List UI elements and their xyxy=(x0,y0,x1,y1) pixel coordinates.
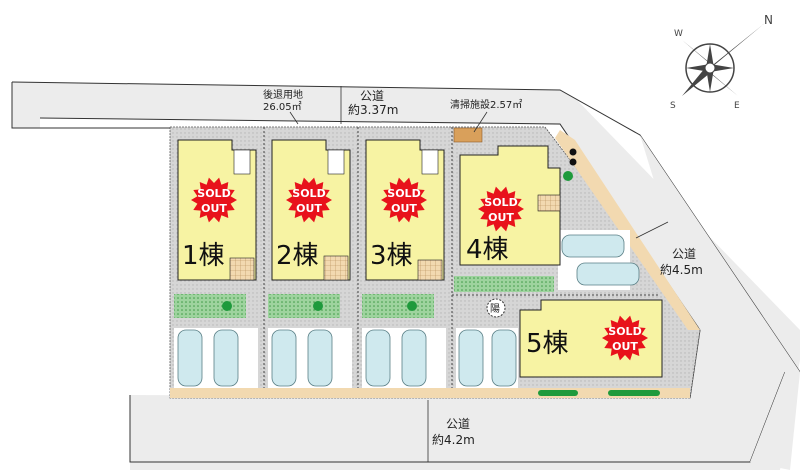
tree-icon xyxy=(222,301,232,311)
car-icon xyxy=(561,234,625,258)
road-edge-left xyxy=(11,82,170,129)
shrub-icon xyxy=(569,158,577,166)
parking xyxy=(174,230,640,388)
car-icon xyxy=(401,329,427,387)
dimension-line xyxy=(635,221,669,239)
tree-icon xyxy=(313,301,323,311)
lot-label-4: 4棟 xyxy=(466,235,509,265)
sold-out-text: OUT xyxy=(201,202,227,215)
car-icon xyxy=(271,329,297,387)
sold-out-star-icon xyxy=(286,177,332,223)
compass-icon: N W S E xyxy=(670,13,773,111)
shrub-icon xyxy=(569,148,577,156)
sold-out-badge: SOLD OUT xyxy=(381,177,427,223)
road-right-label: 公道 xyxy=(672,247,696,261)
lawn xyxy=(268,294,340,318)
lot-label-5: 5棟 xyxy=(526,329,569,359)
cleaning-facility xyxy=(453,127,483,143)
sold-out-text: SOLD xyxy=(484,196,517,209)
sold-out-badge: SOLD OUT xyxy=(286,177,332,223)
lawn xyxy=(174,294,246,318)
tree-icon xyxy=(407,301,417,311)
setback-area: 26.05㎡ xyxy=(263,101,302,113)
car-icon xyxy=(177,329,203,387)
compass-n: N xyxy=(764,13,773,27)
sold-out-text: SOLD xyxy=(387,187,420,200)
compass-w: W xyxy=(674,29,683,39)
sold-out-badge: SOLD OUT xyxy=(191,177,237,223)
sold-out-star-icon xyxy=(191,177,237,223)
lawn xyxy=(362,294,434,318)
curb-strip xyxy=(170,388,690,398)
road-bottom-width: 約4.2m xyxy=(432,432,475,447)
road-top xyxy=(12,82,800,470)
car-icon xyxy=(307,329,333,387)
cleaning-facility-label: 清掃施設2.57㎡ xyxy=(450,98,522,111)
lot-label-1: 1棟 xyxy=(182,241,225,271)
sold-out-star-icon xyxy=(602,315,648,361)
road-right-width: 約4.5m xyxy=(660,262,703,277)
road-top-width: 約3.37m xyxy=(348,102,398,117)
compass-s: S xyxy=(670,101,676,111)
terrace xyxy=(417,259,443,281)
sold-out-badge: SOLD OUT xyxy=(602,315,648,361)
sold-out-badge: SOLD OUT xyxy=(478,186,524,232)
terrace xyxy=(537,194,561,212)
sold-out-star-icon xyxy=(478,186,524,232)
house-5 xyxy=(519,299,663,378)
terrace xyxy=(323,255,349,281)
tree-icon xyxy=(563,171,573,181)
sun-label: 陽 xyxy=(490,303,500,315)
lot-label-2: 2棟 xyxy=(276,241,319,271)
sold-out-text: OUT xyxy=(391,202,417,215)
car-icon xyxy=(491,329,517,387)
sold-out-text: OUT xyxy=(296,202,322,215)
terrace xyxy=(229,257,255,281)
sold-out-text: SOLD xyxy=(608,325,641,338)
road-top-label: 公道 xyxy=(360,89,384,103)
lawn xyxy=(454,276,554,292)
sold-out-text: OUT xyxy=(612,340,638,353)
car-icon xyxy=(213,329,239,387)
lot-label-3: 3棟 xyxy=(370,241,413,271)
hedge xyxy=(608,390,660,396)
sold-out-text: SOLD xyxy=(292,187,325,200)
car-icon xyxy=(576,262,640,286)
setback-label: 後退用地 xyxy=(263,88,303,101)
sold-out-text: OUT xyxy=(488,211,514,224)
car-icon xyxy=(365,329,391,387)
sold-out-star-icon xyxy=(381,177,427,223)
sun-marker xyxy=(486,298,506,318)
road-right-fill xyxy=(640,135,800,470)
sold-out-text: SOLD xyxy=(197,187,230,200)
road-bottom-label: 公道 xyxy=(446,417,470,431)
hedge xyxy=(538,390,578,396)
compass-e: E xyxy=(734,101,740,111)
car-icon xyxy=(458,329,484,387)
